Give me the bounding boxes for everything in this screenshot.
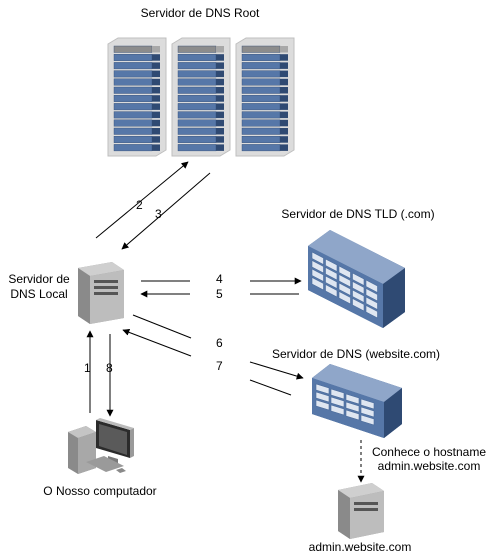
step-label-3: 3 [155, 207, 162, 221]
hostname-note-line2: admin.website.com [377, 459, 481, 473]
root-rack-2 [171, 37, 231, 157]
arrow-step-6 [132, 314, 304, 380]
computer-label: O Nosso computador [43, 484, 157, 498]
local-server-label-line1: Servidor de [8, 272, 70, 286]
root-rack-3 [235, 37, 295, 157]
host-label: admin.website.com [308, 540, 412, 554]
authoritative-server-label: Servidor de DNS (website.com) [271, 347, 441, 361]
hostname-note-line1: Conhece o hostname [371, 445, 487, 459]
arrow-step-7 [122, 328, 292, 396]
step-label-6: 6 [216, 336, 223, 350]
arrow-step-2 [95, 161, 189, 239]
arrow-step-3 [121, 172, 211, 250]
host-server-icon [338, 483, 384, 539]
local-server-label-line2: DNS Local [10, 287, 68, 301]
root-rack-1 [107, 37, 167, 157]
step-label-2: 2 [136, 198, 143, 212]
local-dns-server-icon [78, 262, 124, 324]
step-label-8: 8 [106, 361, 113, 375]
computer-icon [68, 418, 134, 474]
step-label-1: 1 [84, 361, 91, 375]
tld-server-label: Servidor de DNS TLD (.com) [281, 207, 435, 221]
step-label-4: 4 [216, 272, 223, 286]
root-server-icon [107, 37, 295, 157]
tld-server-icon [308, 230, 405, 328]
root-server-label: Servidor de DNS Root [140, 6, 260, 20]
step-label-7: 7 [216, 359, 223, 373]
authoritative-server-icon [312, 364, 402, 438]
step-label-5: 5 [216, 287, 223, 301]
